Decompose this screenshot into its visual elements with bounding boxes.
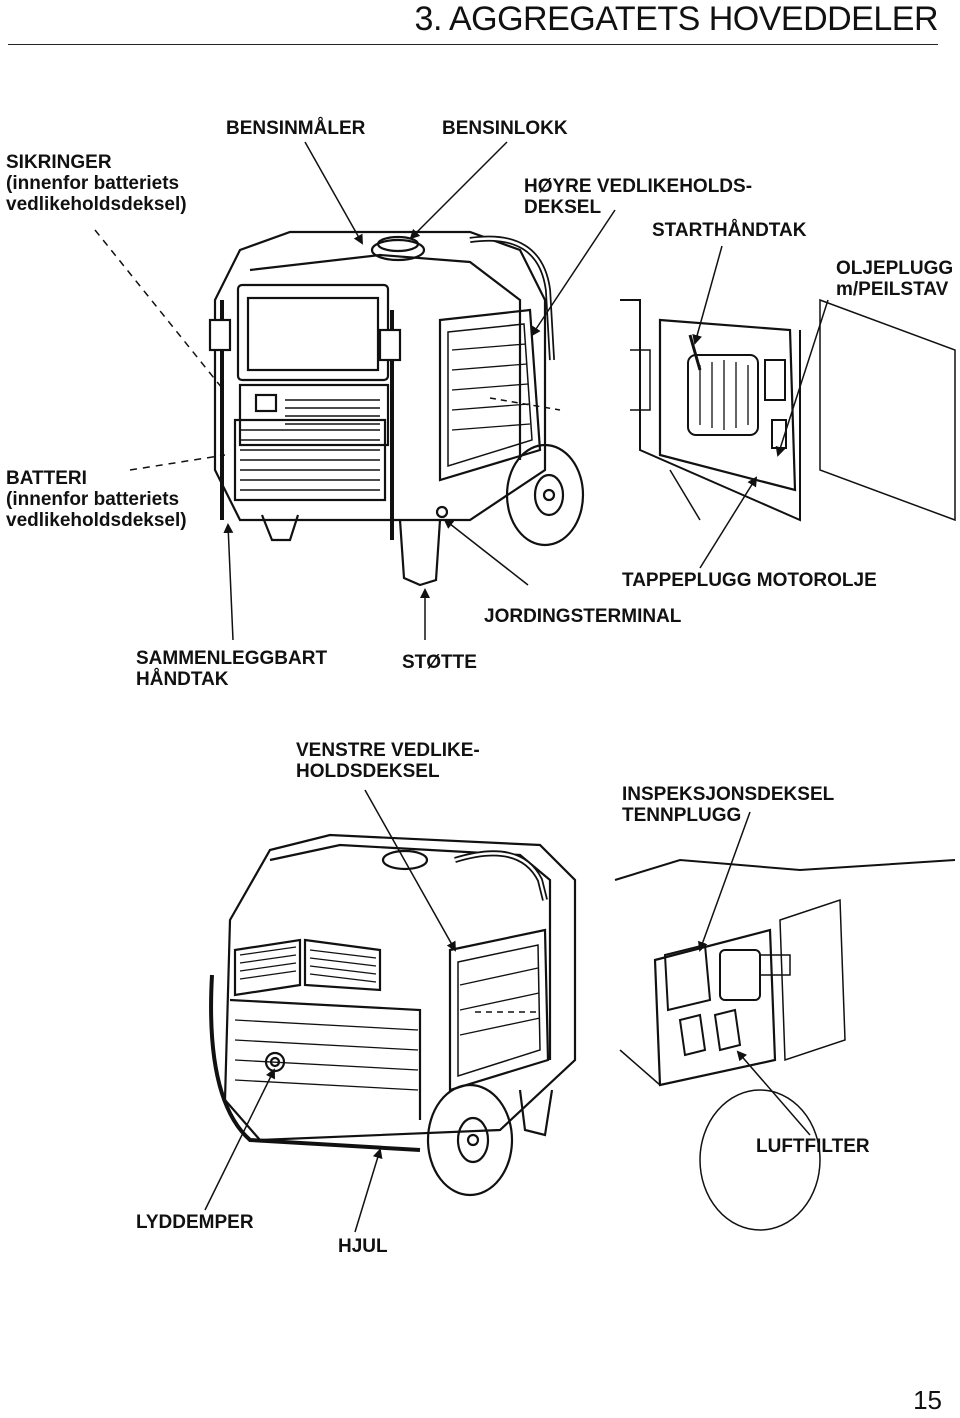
venstre-deksel-leader (364, 789, 456, 952)
generator-front-view (208, 230, 585, 587)
inspeksjon-leader (698, 811, 751, 952)
label-hjul: HJUL (338, 1236, 388, 1257)
left-cover-detail (614, 858, 956, 1231)
lyddemper-leader (204, 1068, 275, 1211)
label-hoyre-deksel: HØYRE VEDLIKEHOLDS- DEKSEL (524, 176, 753, 218)
label-stotte: STØTTE (402, 652, 477, 673)
label-oljeplugg: OLJEPLUGG m/PEILSTAV (836, 258, 954, 300)
label-lyddemper: LYDDEMPER (136, 1212, 254, 1233)
hjul-leader (354, 1148, 383, 1233)
batteri-leader (129, 454, 226, 471)
sammenleggbart-leader (223, 523, 234, 641)
hoyre-deksel-leader (530, 209, 616, 337)
label-batteri: BATTERI (innenfor batteriets vedlikehold… (6, 468, 187, 531)
label-inspeksjon: INSPEKSJONSDEKSEL TENNPLUGG (622, 784, 835, 826)
label-tappeplugg: TAPPEPLUGG MOTOROLJE (622, 570, 877, 591)
label-jordingsterminal: JORDINGSTERMINAL (484, 606, 682, 627)
page-title: 3. AGGREGATETS HOVEDDELER (414, 0, 939, 38)
label-starthandtak: STARTHÅNDTAK (652, 220, 807, 241)
starthandtak-leader (692, 245, 723, 345)
label-bensinlokk: BENSINLOKK (442, 118, 568, 139)
luftfilter-leader (736, 1050, 811, 1136)
label-venstre-deksel: VENSTRE VEDLIKE- HOLDSDEKSEL (296, 740, 480, 782)
generator-rear-view (209, 833, 577, 1197)
header-rule (8, 44, 938, 45)
right-cover-detail (620, 298, 956, 522)
label-sikringer: SIKRINGER (innenfor batteriets vedlikeho… (6, 152, 187, 215)
oljeplugg-leader (775, 299, 829, 457)
leader-lines (94, 141, 829, 1233)
jordingsterminal-leader (443, 518, 529, 586)
bensinmaaler-leader (304, 141, 363, 245)
label-luftfilter: LUFTFILTER (756, 1136, 870, 1157)
label-bensinmaaler: BENSINMÅLER (226, 118, 366, 139)
sikringer-leader (94, 229, 223, 389)
label-sammenleggbart: SAMMENLEGGBART HÅNDTAK (136, 648, 328, 690)
tappeplugg-leader (699, 476, 758, 569)
page-number: 15 (913, 1385, 942, 1415)
bensinlokk-leader (409, 141, 508, 240)
